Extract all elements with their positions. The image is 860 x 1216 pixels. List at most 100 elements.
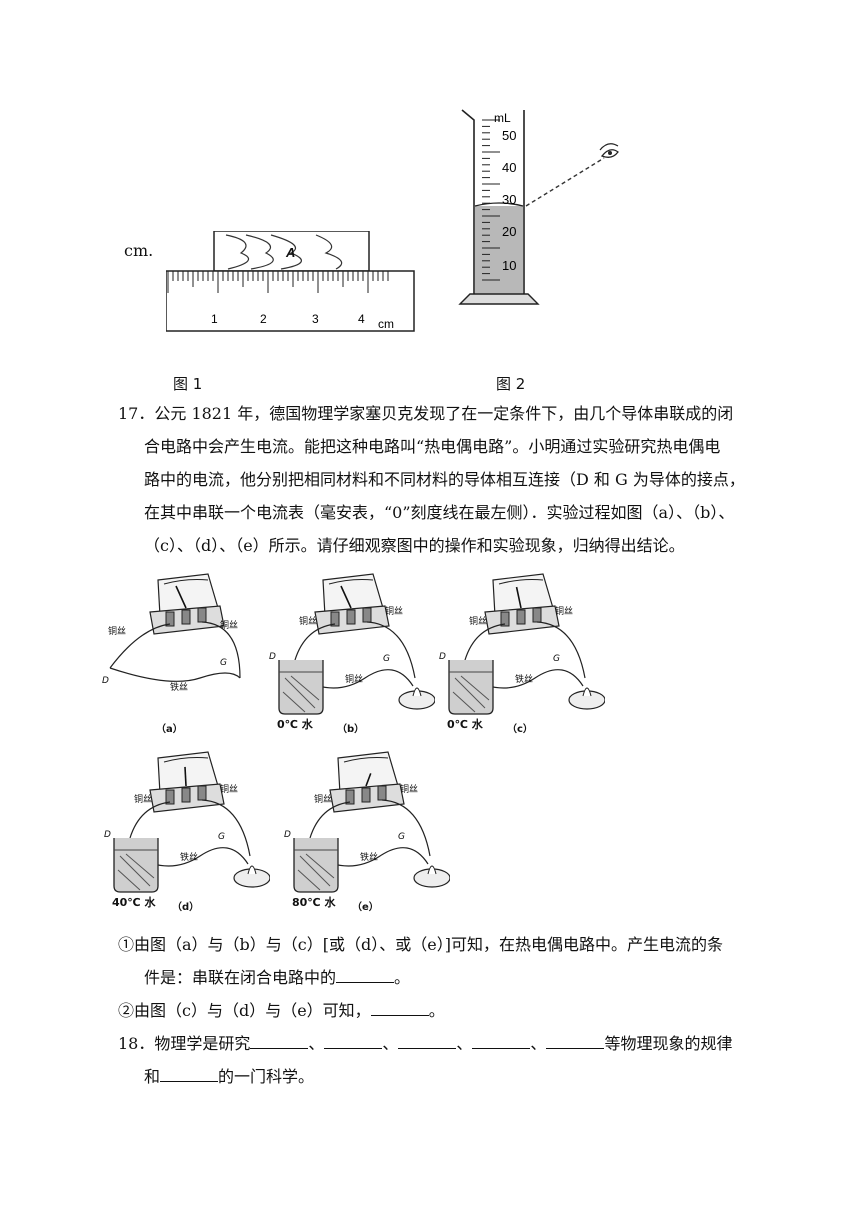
answer-blank[interactable] [546,1034,605,1049]
wire-label-right: 铜丝 [555,607,574,617]
junction-label-d: D [104,830,111,840]
wire-label-left: 铜丝 [108,627,127,637]
answer-blank[interactable] [336,968,395,983]
wire-label-left: 铜丝 [314,795,333,805]
graduated-cylinder-diagram: mL 50 40 30 20 10 [458,109,619,305]
wire-label-bottom: 铁丝 [360,853,379,863]
separator: 、 [382,1034,399,1053]
experiment-panel-e [293,751,450,893]
burner-dish-icon [413,865,450,888]
ammeter-icon [484,573,560,635]
panel-label: （b） [337,724,365,735]
q17-sub1-line-2: 件是：串联在闭合电路中的。 [144,968,410,988]
wire-label-right: 铜丝 [220,785,239,795]
cylinder-tick-10: 10 [502,258,516,273]
beaker-icon [113,838,159,893]
junction-label-g: G [220,658,227,668]
sight-line [525,157,605,207]
wire-label-bottom: 铁丝 [170,683,189,693]
q18-text-end: 等物理现象的规律 [604,1034,733,1053]
ruler-label-1: 1 [211,312,218,326]
wire-label-right: 铜丝 [385,607,404,617]
q18-text: 18．物理学是研究 [118,1034,251,1053]
water-temperature: 40℃ 水 [112,896,156,909]
q17-sub2-text: ②由图（c）与（d）与（e）可知， [118,1001,371,1020]
burner-dish-icon [233,865,270,888]
junction-label-g: G [398,832,405,842]
wire-label-bottom: 铁丝 [515,675,534,685]
cylinder-unit: mL [494,111,511,125]
answer-blank[interactable] [324,1034,383,1049]
wire-label-left: 铜丝 [134,795,153,805]
panel-label: （e） [352,902,379,913]
ruler-label-3: 3 [312,312,319,326]
answer-blank[interactable] [472,1034,531,1049]
burner-dish-icon [398,687,435,710]
water-temperature: 80℃ 水 [292,896,336,909]
figure-1: cm. A 1 2 3 4 cm [118,225,418,345]
experiment-panel-b [278,573,435,715]
wire-label-bottom: 铁丝 [180,853,199,863]
answer-blank[interactable] [250,1034,309,1049]
ammeter-icon [149,751,225,813]
separator: 、 [456,1034,473,1053]
wire-label-bottom: 铜丝 [345,675,364,685]
q17-line-4: 在其中串联一个电流表（毫安表，“0”刻度线在最左侧）．实验过程如图（a）、（b）… [144,503,735,522]
q17-sub1-text: 件是：串联在闭合电路中的 [144,968,337,987]
cylinder-tick-20: 20 [502,224,516,239]
wire-label-right: 铜丝 [220,621,239,631]
liquid-fill [475,206,523,294]
ammeter-icon [314,573,390,635]
ammeter-icon [149,573,225,635]
answer-blank[interactable] [370,1001,429,1016]
junction-label-d: D [102,676,109,686]
panel-label: （d） [172,902,200,913]
q17-line-5: （c）、（d）、（e）所示。请仔细观察图中的操作和实验现象，归纳得出结论。 [144,536,685,555]
separator: 、 [308,1034,325,1053]
ruler-unit: cm [378,317,394,331]
q17-line-1: 17．公元 1821 年，德国物理学家塞贝克发现了在一定条件下，由几个导体串联成… [118,404,734,423]
experiment-panel-d [113,751,270,893]
q18-line-2: 和 的一门科学。 [144,1067,314,1087]
junction-label-g: G [218,832,225,842]
q17-line-3: 路中的电流，他分别把相同材料和不同材料的导体相互连接（D 和 G 为导体的接点， [144,470,745,489]
cylinder-tick-50: 50 [502,128,516,143]
experiment-panel-c [448,573,605,715]
water-temperature: 0℃ 水 [277,718,313,731]
answer-blank[interactable] [160,1067,219,1082]
answer-blank[interactable] [398,1034,457,1049]
beaker-icon [278,660,324,715]
panel-label: （c） [507,724,533,735]
ruler-diagram: A 1 2 3 4 cm [166,231,415,332]
q17-line-2: 合电路中会产生电流。能把这种电路叫“热电偶电路”。小明通过实验研究热电偶电 [144,437,721,456]
wire-label-left: 铜丝 [469,617,488,627]
unit-prefix: cm. [124,241,154,260]
q17-sub2-line: ②由图（c）与（d）与（e）可知， 。 [118,1001,445,1021]
ammeter-icon [329,751,405,813]
wire-label-left: 铜丝 [299,617,318,627]
q18-line2-end: 的一门科学。 [218,1067,315,1086]
q18-line-1: 18．物理学是研究 、 、 、 、 等物理现象的规律 [118,1034,732,1054]
junction-label-d: D [284,830,291,840]
q18-line2-start: 和 [144,1067,161,1086]
block-label: A [285,245,295,260]
burner-dish-icon [568,687,605,710]
q17-sub2-end: 。 [428,1001,445,1020]
q17-sub1-line-1: ①由图（a）与（b）与（c）[或（d）、或（e）]可知，在热电偶电路中。产生电流… [118,935,723,954]
cylinder-tick-30: 30 [502,192,516,207]
figure-1-caption: 图 1 [173,375,203,393]
experiment-panel-a [109,573,241,682]
water-temperature: 0℃ 水 [447,718,483,731]
junction-label-d: D [269,652,276,662]
cylinder-tick-40: 40 [502,160,516,175]
ruler-label-2: 2 [260,312,267,326]
junction-label-g: G [383,654,390,664]
panel-label: （a） [156,724,183,735]
eye-icon [599,143,619,158]
beaker-icon [293,838,339,893]
beaker-icon [448,660,494,715]
figure-2-caption: 图 2 [496,375,526,393]
separator: 、 [530,1034,547,1053]
junction-label-g: G [553,654,560,664]
